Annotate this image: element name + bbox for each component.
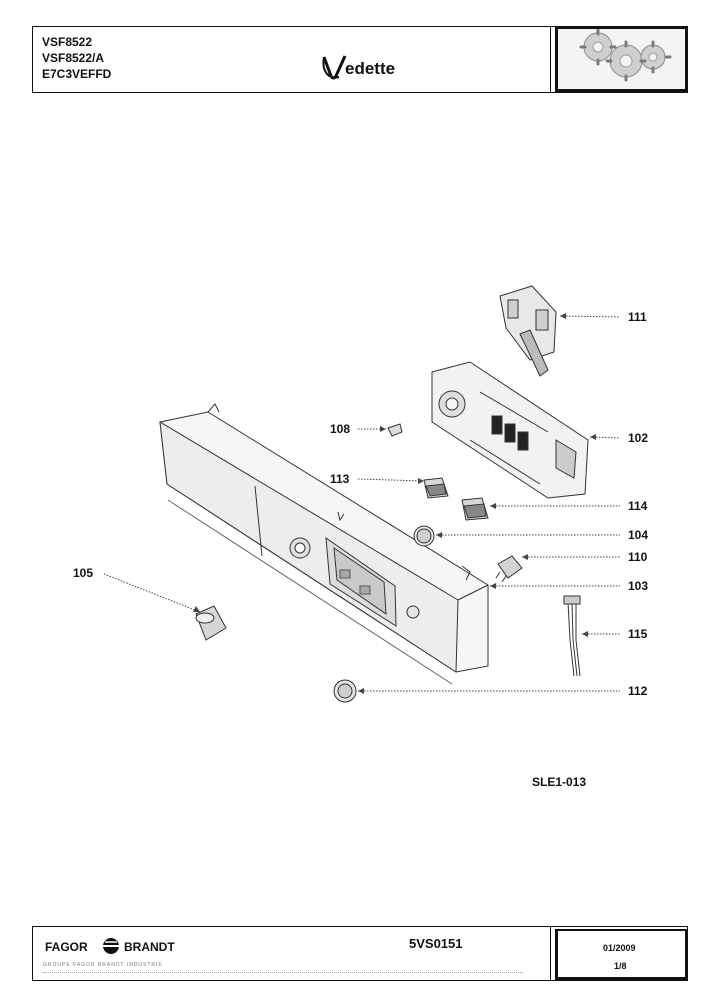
knob-drawing <box>195 605 227 641</box>
callout-115: 115 <box>628 627 648 641</box>
model-number: VSF8522 <box>42 35 93 49</box>
svg-text:FAGOR: FAGOR <box>45 940 88 954</box>
callout-113: 113 <box>330 472 350 486</box>
footer-title-block: FAGOR BRANDT GROUPE FAGOR BRANDT INDUSTR… <box>32 926 688 981</box>
callout-103: 103 <box>628 579 649 593</box>
document-number: 5VS0151 <box>409 936 463 951</box>
vedette-logo: edette <box>322 55 395 80</box>
date-page-frame: 01/2009 1/8 <box>555 929 687 980</box>
footer-divider <box>550 927 551 980</box>
gears-icon <box>579 28 672 82</box>
svg-text:edette: edette <box>345 59 395 78</box>
button-cap-drawing <box>333 679 357 703</box>
dotted-rule <box>43 972 523 974</box>
electronic-module-drawing <box>431 361 589 499</box>
wiring-harness-drawing <box>563 595 581 677</box>
thumbnail-frame <box>555 27 687 92</box>
model-list: VSF8522 VSF8522/A E7C3VEFFD <box>42 34 111 82</box>
svg-text:BRANDT: BRANDT <box>124 940 175 954</box>
header-divider <box>550 27 551 92</box>
company-tagline: GROUPE FAGOR BRANDT INDUSTRIE <box>43 962 163 968</box>
page-number: 1/8 <box>614 961 627 971</box>
fagor-brandt-logo: FAGOR BRANDT <box>45 938 175 954</box>
switch-drawing <box>495 555 523 583</box>
callout-104: 104 <box>628 528 649 542</box>
round-button-drawing <box>413 525 435 547</box>
clip-drawing <box>387 423 403 437</box>
header-title-block: VSF8522 VSF8522/A E7C3VEFFD edette <box>32 26 688 93</box>
callout-105: 105 <box>73 566 94 580</box>
connector-block-drawing <box>499 285 557 377</box>
callout-108: 108 <box>330 422 351 436</box>
leader-lines <box>103 315 621 692</box>
control-panel-drawing <box>159 403 489 685</box>
diagram-reference-code: SLE1-013 <box>532 775 587 789</box>
document-date: 01/2009 <box>603 943 636 953</box>
callout-102: 102 <box>628 431 649 445</box>
arrow-heads <box>193 313 596 694</box>
callout-112: 112 <box>628 684 648 698</box>
callout-110: 110 <box>628 550 648 564</box>
callout-114: 114 <box>628 499 648 513</box>
model-number: VSF8522/A <box>42 51 105 65</box>
callout-111: 111 <box>628 310 647 324</box>
model-number: E7C3VEFFD <box>42 67 112 81</box>
push-buttons-drawing <box>423 477 489 521</box>
